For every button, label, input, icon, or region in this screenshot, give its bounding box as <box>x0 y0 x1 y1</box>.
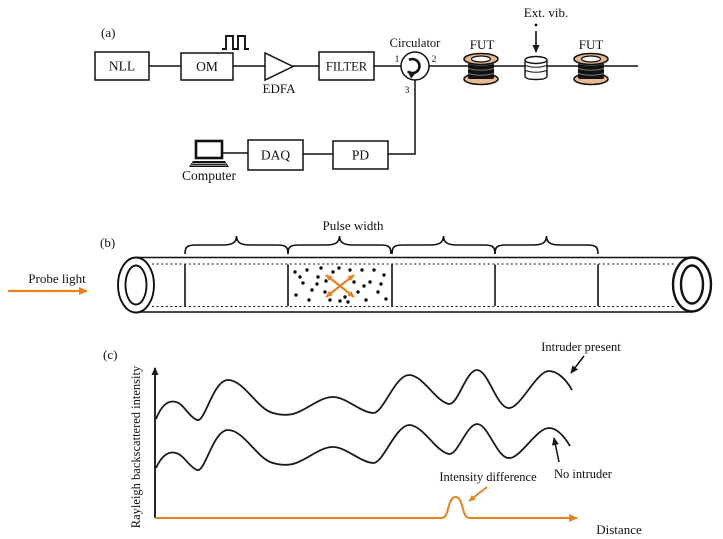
scatter-dots <box>293 266 388 304</box>
daq-label: DAQ <box>261 148 290 163</box>
vibration-cross-icon <box>325 274 355 298</box>
pulse-width-label: Pulse width <box>322 218 384 233</box>
ext-vib-label: Ext. vib. <box>524 5 568 20</box>
computer-icon <box>189 139 229 167</box>
panel-b-label: (b) <box>100 235 115 250</box>
om-label: OM <box>196 59 218 74</box>
filter-label: FILTER <box>326 60 368 74</box>
intensity-difference-label: Intensity difference <box>439 470 537 484</box>
pd-box: PD <box>332 140 389 170</box>
no-intruder-label: No intruder <box>554 467 613 481</box>
x-axis-label: Distance <box>596 522 642 537</box>
edfa-amplifier: EDFA <box>263 51 297 96</box>
intruder-present-arrow-icon <box>570 355 585 374</box>
circulator-port2: 2 <box>432 55 437 65</box>
panel-a-setup: (a) NLL OM EDFA FILTER <box>94 5 638 183</box>
fut1-label: FUT <box>470 37 495 52</box>
pulse-width-braces <box>184 235 599 255</box>
daq-box: DAQ <box>247 139 304 171</box>
circulator-port1: 1 <box>395 55 400 65</box>
circulator-arrow-icon <box>407 57 421 79</box>
panel-c-label: (c) <box>103 347 117 362</box>
ext-vib-cylinder <box>524 60 548 81</box>
no-intruder-arrow-icon <box>552 437 560 463</box>
edfa-label: EDFA <box>263 81 297 96</box>
trace-no-intruder <box>155 423 571 471</box>
fiber-tube <box>117 256 713 314</box>
probe-light-label: Probe light <box>28 271 86 286</box>
amplifier-triangle-icon <box>264 51 295 82</box>
computer-label: Computer <box>182 168 236 183</box>
filter-box: FILTER <box>318 51 375 81</box>
om-box: OM <box>180 52 234 81</box>
ext-vib-dot <box>534 23 538 27</box>
x-axis-difference-trace <box>155 495 578 522</box>
wire-pd-circulator <box>388 80 416 155</box>
fut-spool-1: FUT <box>463 37 499 86</box>
circulator: Circulator 1 2 3 <box>390 36 442 96</box>
trace-intruder-present <box>155 369 573 421</box>
panel-b-fiber: (b) Probe light <box>8 218 713 314</box>
circulator-label: Circulator <box>390 36 442 50</box>
intensity-difference-arrow-icon <box>468 486 488 502</box>
nll-box: NLL <box>94 51 150 81</box>
nll-label: NLL <box>109 59 135 74</box>
panel-c-plot: (c) Rayleigh backscattered intensity Dis… <box>103 340 642 537</box>
y-axis-label: Rayleigh backscattered intensity <box>129 365 143 528</box>
fut-spool-2: FUT <box>573 37 609 86</box>
intruder-present-label: Intruder present <box>541 340 621 354</box>
pulse-train-icon <box>222 35 249 50</box>
panel-a-label: (a) <box>101 25 115 40</box>
pd-label: PD <box>352 148 370 163</box>
ext-vib: Ext. vib. <box>524 5 568 81</box>
fut2-label: FUT <box>579 37 604 52</box>
circulator-port3: 3 <box>405 86 410 96</box>
